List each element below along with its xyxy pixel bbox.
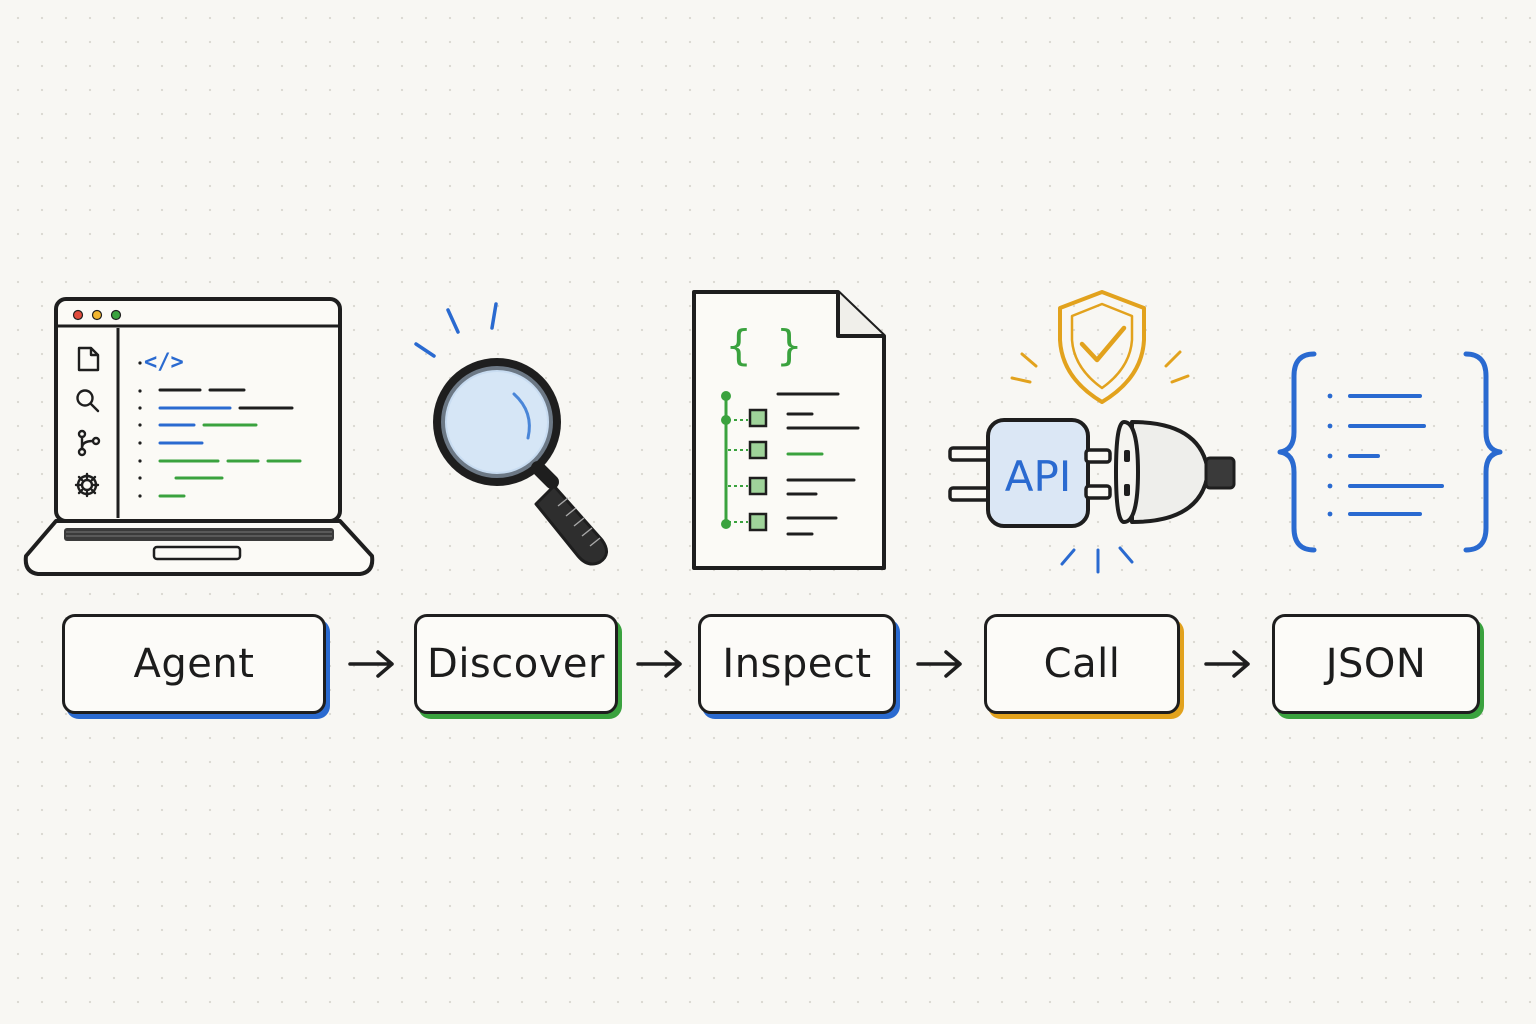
document-braces: { } [726, 321, 802, 370]
arrow-right-icon [348, 650, 394, 678]
api-plug-icon: API [948, 290, 1236, 574]
step-inspect: Inspect [698, 614, 896, 714]
arrow-right-icon [916, 650, 962, 678]
laptop-icon: </> [23, 297, 375, 576]
step-agent: Agent [62, 614, 326, 714]
arrow-right-icon [1204, 650, 1250, 678]
step-call: Call [984, 614, 1180, 714]
json-braces-icon [1277, 351, 1503, 553]
document-icon: { } [692, 290, 886, 570]
magnifier-icon [414, 302, 608, 566]
step-discover: Discover [414, 614, 618, 714]
code-tag: </> [144, 350, 184, 375]
step-json: JSON [1272, 614, 1480, 714]
arrow-right-icon [636, 650, 682, 678]
shield-check-icon [1058, 290, 1146, 404]
api-label: API [1005, 452, 1071, 501]
